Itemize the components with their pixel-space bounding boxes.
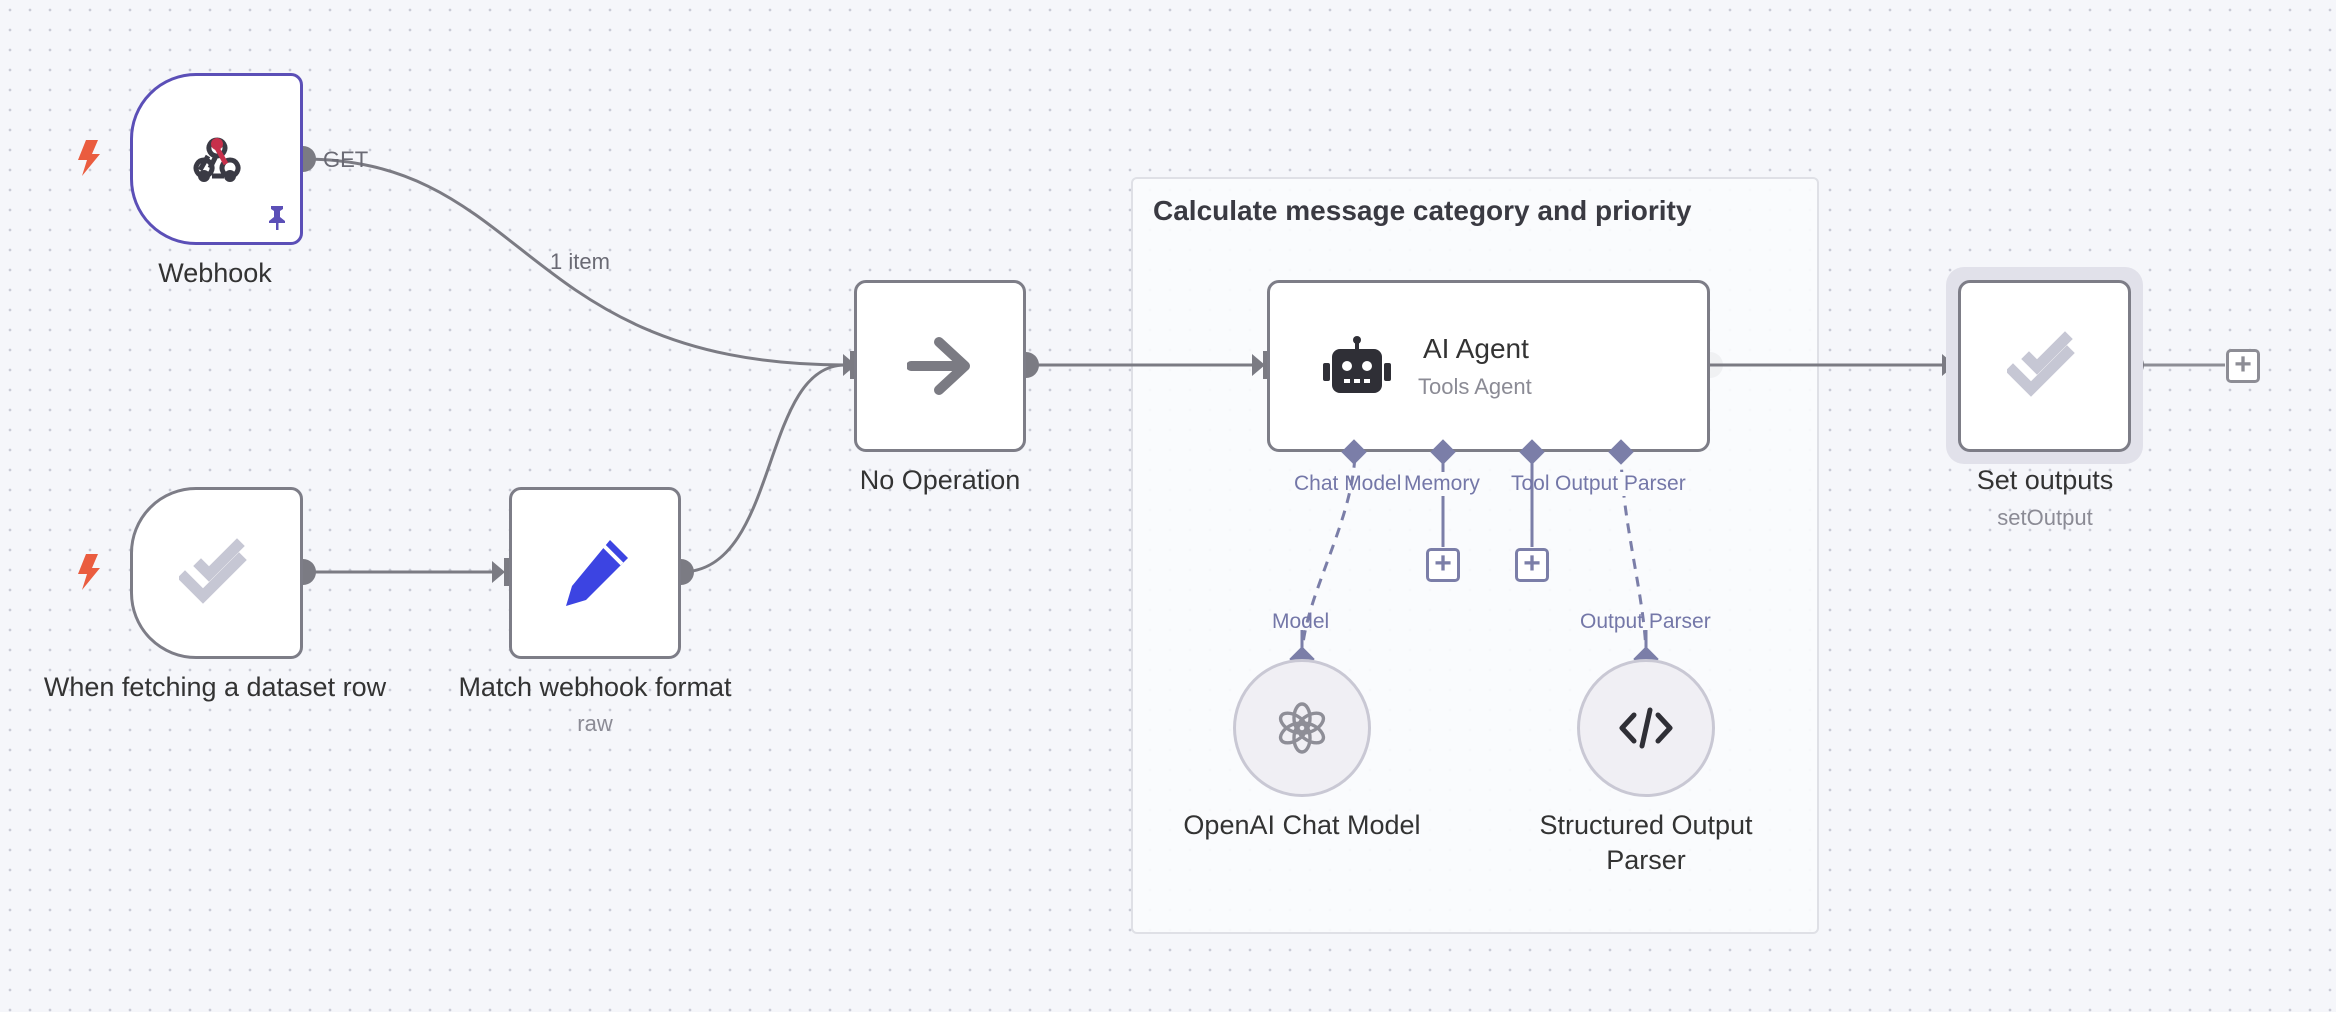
match-webhook-format-node[interactable] <box>509 487 681 659</box>
code-icon <box>1619 707 1673 749</box>
output-parser-handle-label: Output Parser <box>1555 472 1686 496</box>
openai-chat-model-label: OpenAI Chat Model <box>1183 810 1421 840</box>
no-operation-label: No Operation <box>859 465 1021 495</box>
agent-subnode-handles <box>1341 439 1634 465</box>
webhook-node[interactable] <box>130 73 303 245</box>
input-handle[interactable] <box>504 558 513 586</box>
pencil-icon <box>566 540 628 606</box>
dataset-trigger-node-label: When fetching a dataset row <box>43 672 387 702</box>
ai-agent-node[interactable]: AI Agent Tools Agent <box>1267 280 1710 452</box>
arrowhead <box>843 354 856 376</box>
edge-model-to-agent[interactable] <box>1300 449 1357 659</box>
add-next-node-button[interactable]: + <box>2226 349 2260 383</box>
openai-chat-model-node[interactable] <box>1233 659 1371 797</box>
chat-model-handle[interactable] <box>1341 439 1367 465</box>
add-memory-button[interactable]: + <box>1426 548 1460 582</box>
chat-model-handle-label: Chat Model <box>1294 472 1402 495</box>
model-handle-label: Model <box>1272 610 1330 633</box>
output-parser-handle[interactable] <box>1608 439 1634 465</box>
set-outputs-label: Set outputs <box>1976 465 2114 495</box>
ai-agent-subtitle: Tools Agent <box>1418 374 1532 399</box>
structured-output-parser-node[interactable] <box>1577 659 1715 797</box>
match-webhook-format-subtitle: raw <box>577 711 613 736</box>
robot-icon <box>1323 336 1391 393</box>
set-outputs-node[interactable] <box>1958 280 2131 452</box>
lightning-icon <box>78 140 100 176</box>
tool-handle-label: Tool <box>1511 472 1550 495</box>
pin-icon <box>269 206 285 230</box>
edge-item-count-label: 1 item <box>550 249 610 274</box>
edge-match-to-noop[interactable] <box>680 363 846 574</box>
arrowhead <box>492 561 505 583</box>
set-outputs-subtitle: setOutput <box>1997 505 2093 530</box>
double-check-icon <box>2006 331 2075 397</box>
dataset-trigger-node[interactable] <box>130 487 303 659</box>
match-webhook-format-label: Match webhook format <box>458 672 732 702</box>
ai-agent-label: AI Agent <box>1423 333 1529 364</box>
tool-handle[interactable] <box>1519 439 1545 465</box>
webhook-node-label: Webhook <box>158 258 272 288</box>
evaluation-trigger-icon <box>178 538 247 604</box>
sticky-note-title: Calculate message category and priority <box>1153 195 1692 226</box>
arrow-right-icon <box>907 337 970 395</box>
parser-handle-label: Output Parser <box>1580 610 1711 633</box>
webhook-icon <box>193 137 240 182</box>
memory-handle-label: Memory <box>1404 472 1480 496</box>
webhook-method-label: GET <box>323 147 369 172</box>
edge-webhook-to-noop[interactable] <box>302 157 846 367</box>
lightning-icon <box>78 554 100 590</box>
memory-handle[interactable] <box>1430 439 1456 465</box>
add-tool-button[interactable]: + <box>1515 548 1549 582</box>
structured-output-parser-label: Structured Output Parser <box>1539 810 1753 875</box>
openai-icon <box>1278 702 1326 754</box>
arrowhead <box>1252 354 1265 376</box>
no-operation-node[interactable] <box>854 280 1026 452</box>
